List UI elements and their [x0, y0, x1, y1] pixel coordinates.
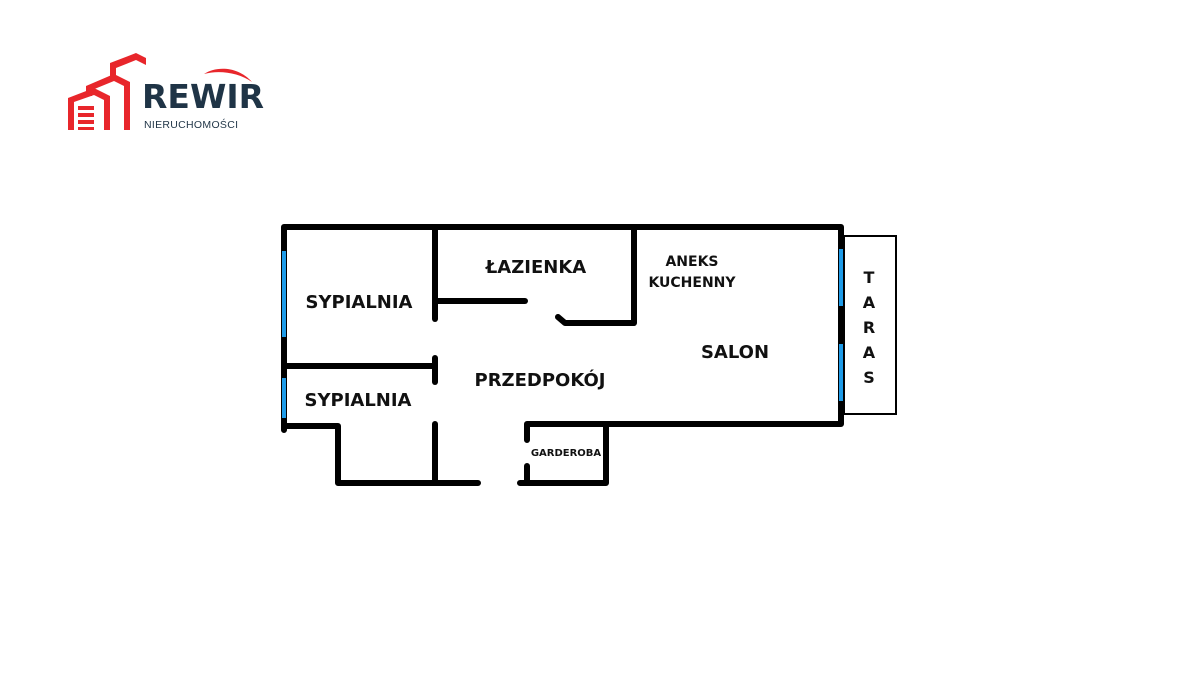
walls [281, 224, 844, 486]
room-label-terrace: T A R A S [863, 268, 876, 387]
room-label-bathroom: ŁAZIENKA [485, 257, 587, 278]
swoosh-icon [204, 68, 252, 82]
room-label-kitchenette-2: KUCHENNY [648, 275, 736, 291]
room-label-salon: SALON [701, 342, 769, 363]
room-label-kitchenette-1: ANEKS [665, 254, 718, 270]
terrace-letter: T [864, 268, 875, 287]
room-label-bedroom-1: SYPIALNIA [306, 292, 413, 313]
company-logo: REWIR NIERUCHOMOŚCI [66, 50, 296, 140]
brand-subtitle: NIERUCHOMOŚCI [144, 119, 239, 131]
terrace-letter: S [863, 368, 875, 387]
room-label-hallway: PRZEDPOKÓJ [475, 369, 606, 391]
terrace-letter: A [863, 293, 876, 312]
windows [282, 249, 843, 418]
brand-name: REWIR [142, 77, 265, 116]
terrace [843, 235, 897, 415]
room-label-wardrobe: GARDEROBA [531, 448, 602, 459]
buildings-icon [68, 53, 146, 130]
terrace-letter: A [863, 343, 876, 362]
terrace-letter: R [863, 318, 875, 337]
room-label-bedroom-2: SYPIALNIA [305, 390, 412, 411]
